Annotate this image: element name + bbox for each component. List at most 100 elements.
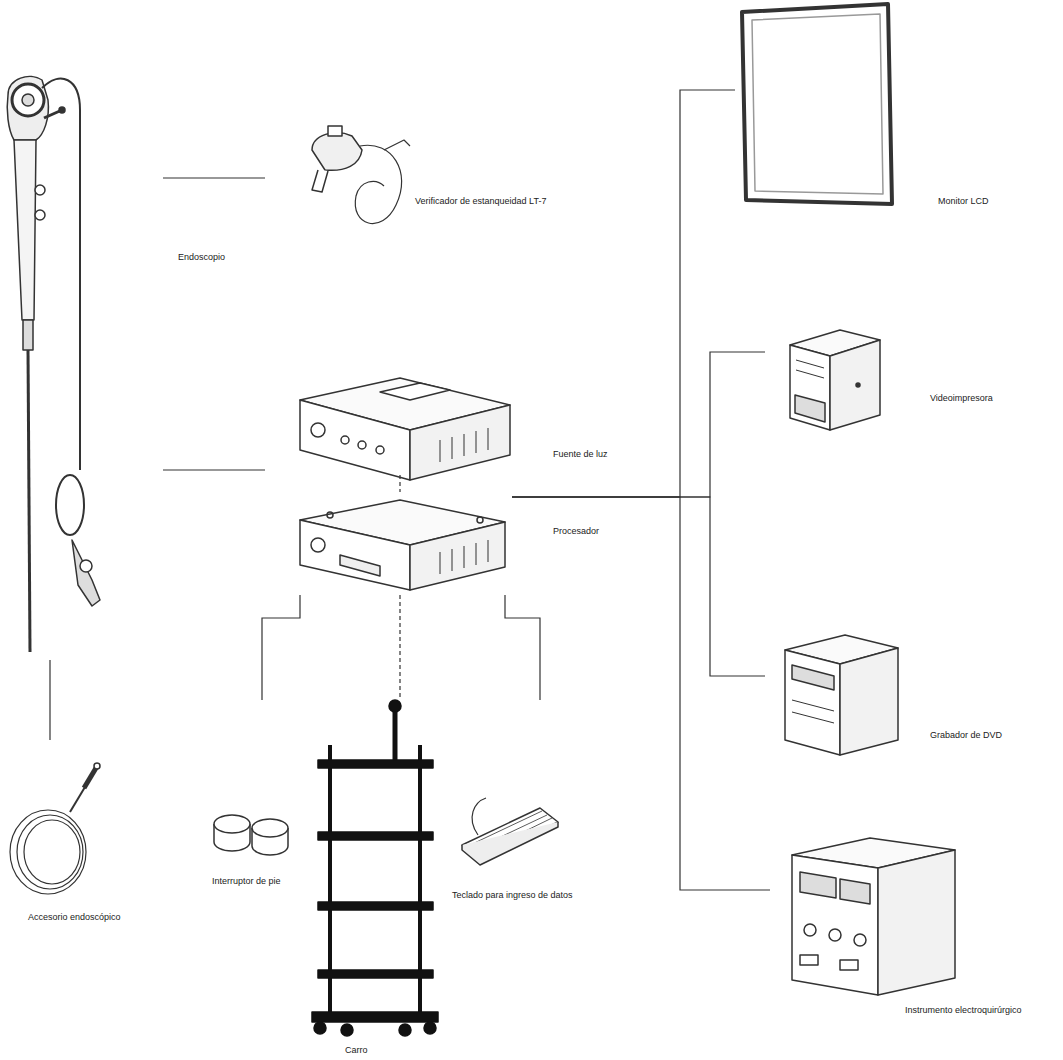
leak-tester-drawing-part: [312, 170, 328, 192]
connector-line: [399, 475, 400, 492]
device-label: Grabador de DVD: [930, 730, 1002, 741]
device-node: Accesorio endoscópico: [5, 740, 100, 905]
device-label: Endoscopio: [178, 252, 225, 263]
processor-drawing-part: [311, 538, 325, 552]
leak-tester-drawing-part: [384, 140, 410, 150]
leak-tester-drawing-part: [355, 145, 401, 223]
leak-tester-drawing-part: [328, 126, 342, 136]
light-source-drawing-part: [358, 441, 366, 449]
cart-drawing-part: [318, 970, 433, 978]
connector-line: [505, 595, 540, 700]
device-node: Interruptor de pie: [210, 700, 290, 865]
processor-drawing: [300, 500, 505, 590]
dvd-recorder-drawing: [785, 635, 898, 755]
endoscope-drawing-part: [14, 140, 36, 320]
device-node: Carro: [305, 697, 440, 1047]
accessory-drawing-part: [24, 820, 80, 884]
leak-tester-drawing-part: [312, 133, 362, 171]
leak-tester-drawing: [312, 126, 410, 223]
endoscope-drawing-part: [12, 84, 44, 116]
device-label: Teclado para ingreso de datos: [452, 890, 573, 901]
processor-drawing-part: [340, 555, 380, 576]
monitor-drawing-part: [752, 14, 883, 194]
endoscope-drawing-part: [35, 185, 45, 195]
dvd-recorder-drawing-part: [792, 665, 834, 690]
endoscope-drawing: [7, 76, 100, 652]
device-label: Interruptor de pie: [212, 876, 281, 887]
monitor-drawing-part: [742, 4, 892, 204]
video-printer-drawing-part: [796, 360, 824, 378]
processor-drawing-part: [300, 520, 410, 590]
electrosurgical-unit-drawing-part: [800, 872, 836, 898]
endoscope-drawing-part: [28, 350, 30, 652]
device-node: Grabador de DVD: [765, 630, 900, 760]
device-label: Videoimpresora: [930, 393, 993, 404]
device-label: Monitor LCD: [938, 196, 989, 207]
light-source-drawing-part: [380, 383, 450, 400]
cart-drawing-part: [399, 1024, 411, 1036]
light-source-drawing-part: [376, 446, 384, 454]
cart-drawing-part: [314, 1022, 326, 1034]
processor-drawing-part: [410, 522, 505, 590]
processor-drawing-part: [327, 512, 333, 518]
video-printer-drawing: [790, 330, 880, 430]
processor-drawing-part: [440, 540, 488, 574]
cart-drawing-part: [318, 832, 433, 840]
accessory-drawing-part: [94, 763, 100, 769]
cart-drawing-part: [389, 700, 401, 712]
device-node: Endoscopio: [0, 70, 163, 660]
accessory-drawing: [10, 763, 100, 894]
light-source-drawing-part: [300, 400, 410, 480]
light-source-drawing-part: [311, 423, 325, 437]
device-node: Procesador: [265, 492, 512, 595]
keyboard-drawing-part: [472, 798, 486, 835]
electrosurgical-unit-drawing-part: [854, 934, 866, 946]
endoscope-drawing-part: [56, 475, 84, 535]
endoscope-drawing-part: [35, 210, 45, 220]
processor-drawing-part: [477, 517, 483, 523]
endoscope-drawing-part: [22, 94, 34, 106]
connector-line: [512, 90, 735, 497]
device-label: Verificador de estanqueidad LT-7: [415, 196, 550, 207]
device-node: Monitor LCD: [735, 5, 895, 210]
accessory-drawing-part: [10, 810, 86, 894]
electrosurgical-unit-drawing: [792, 838, 955, 995]
connector-line: [512, 497, 765, 676]
endoscope-drawing-part: [59, 107, 65, 113]
dvd-recorder-drawing-part: [792, 700, 834, 723]
keyboard-drawing: [462, 798, 558, 865]
video-printer-drawing-part: [795, 395, 825, 422]
cart-drawing-part: [318, 902, 433, 910]
endoscope-drawing-part: [72, 540, 100, 606]
connector-line: [399, 595, 400, 697]
accessory-drawing-part: [84, 768, 96, 788]
endoscope-drawing-part: [42, 79, 80, 470]
device-node: Teclado para ingreso de datos: [455, 700, 560, 875]
device-label: Instrumento electroquirúrgico: [905, 1005, 1022, 1016]
endoscope-drawing-part: [80, 560, 92, 572]
electrosurgical-unit-drawing-part: [840, 879, 870, 904]
cart-drawing-part: [318, 760, 433, 768]
electrosurgical-unit-drawing-part: [800, 955, 818, 965]
video-printer-drawing-part: [856, 383, 860, 387]
foot-switch-drawing-part: [214, 815, 250, 833]
electrosurgical-unit-drawing-part: [878, 850, 955, 995]
foot-switch-drawing-part: [252, 819, 288, 837]
light-source-drawing-part: [410, 405, 510, 480]
device-label: Carro: [345, 1045, 368, 1056]
cart-drawing-part: [341, 1024, 353, 1036]
connector-line: [163, 469, 265, 470]
electrosurgical-unit-drawing-part: [804, 924, 816, 936]
accessory-drawing-part: [17, 815, 83, 889]
device-node: Instrumento electroquirúrgico: [770, 835, 960, 1000]
cart-drawing-part: [424, 1022, 436, 1034]
device-node: Fuente de luz: [265, 375, 512, 475]
connector-line: [512, 497, 770, 890]
electrosurgical-unit-drawing-part: [840, 960, 858, 970]
device-label: Procesador: [553, 526, 599, 537]
electrosurgical-unit-drawing-part: [829, 929, 841, 941]
device-label: Fuente de luz: [553, 449, 608, 460]
